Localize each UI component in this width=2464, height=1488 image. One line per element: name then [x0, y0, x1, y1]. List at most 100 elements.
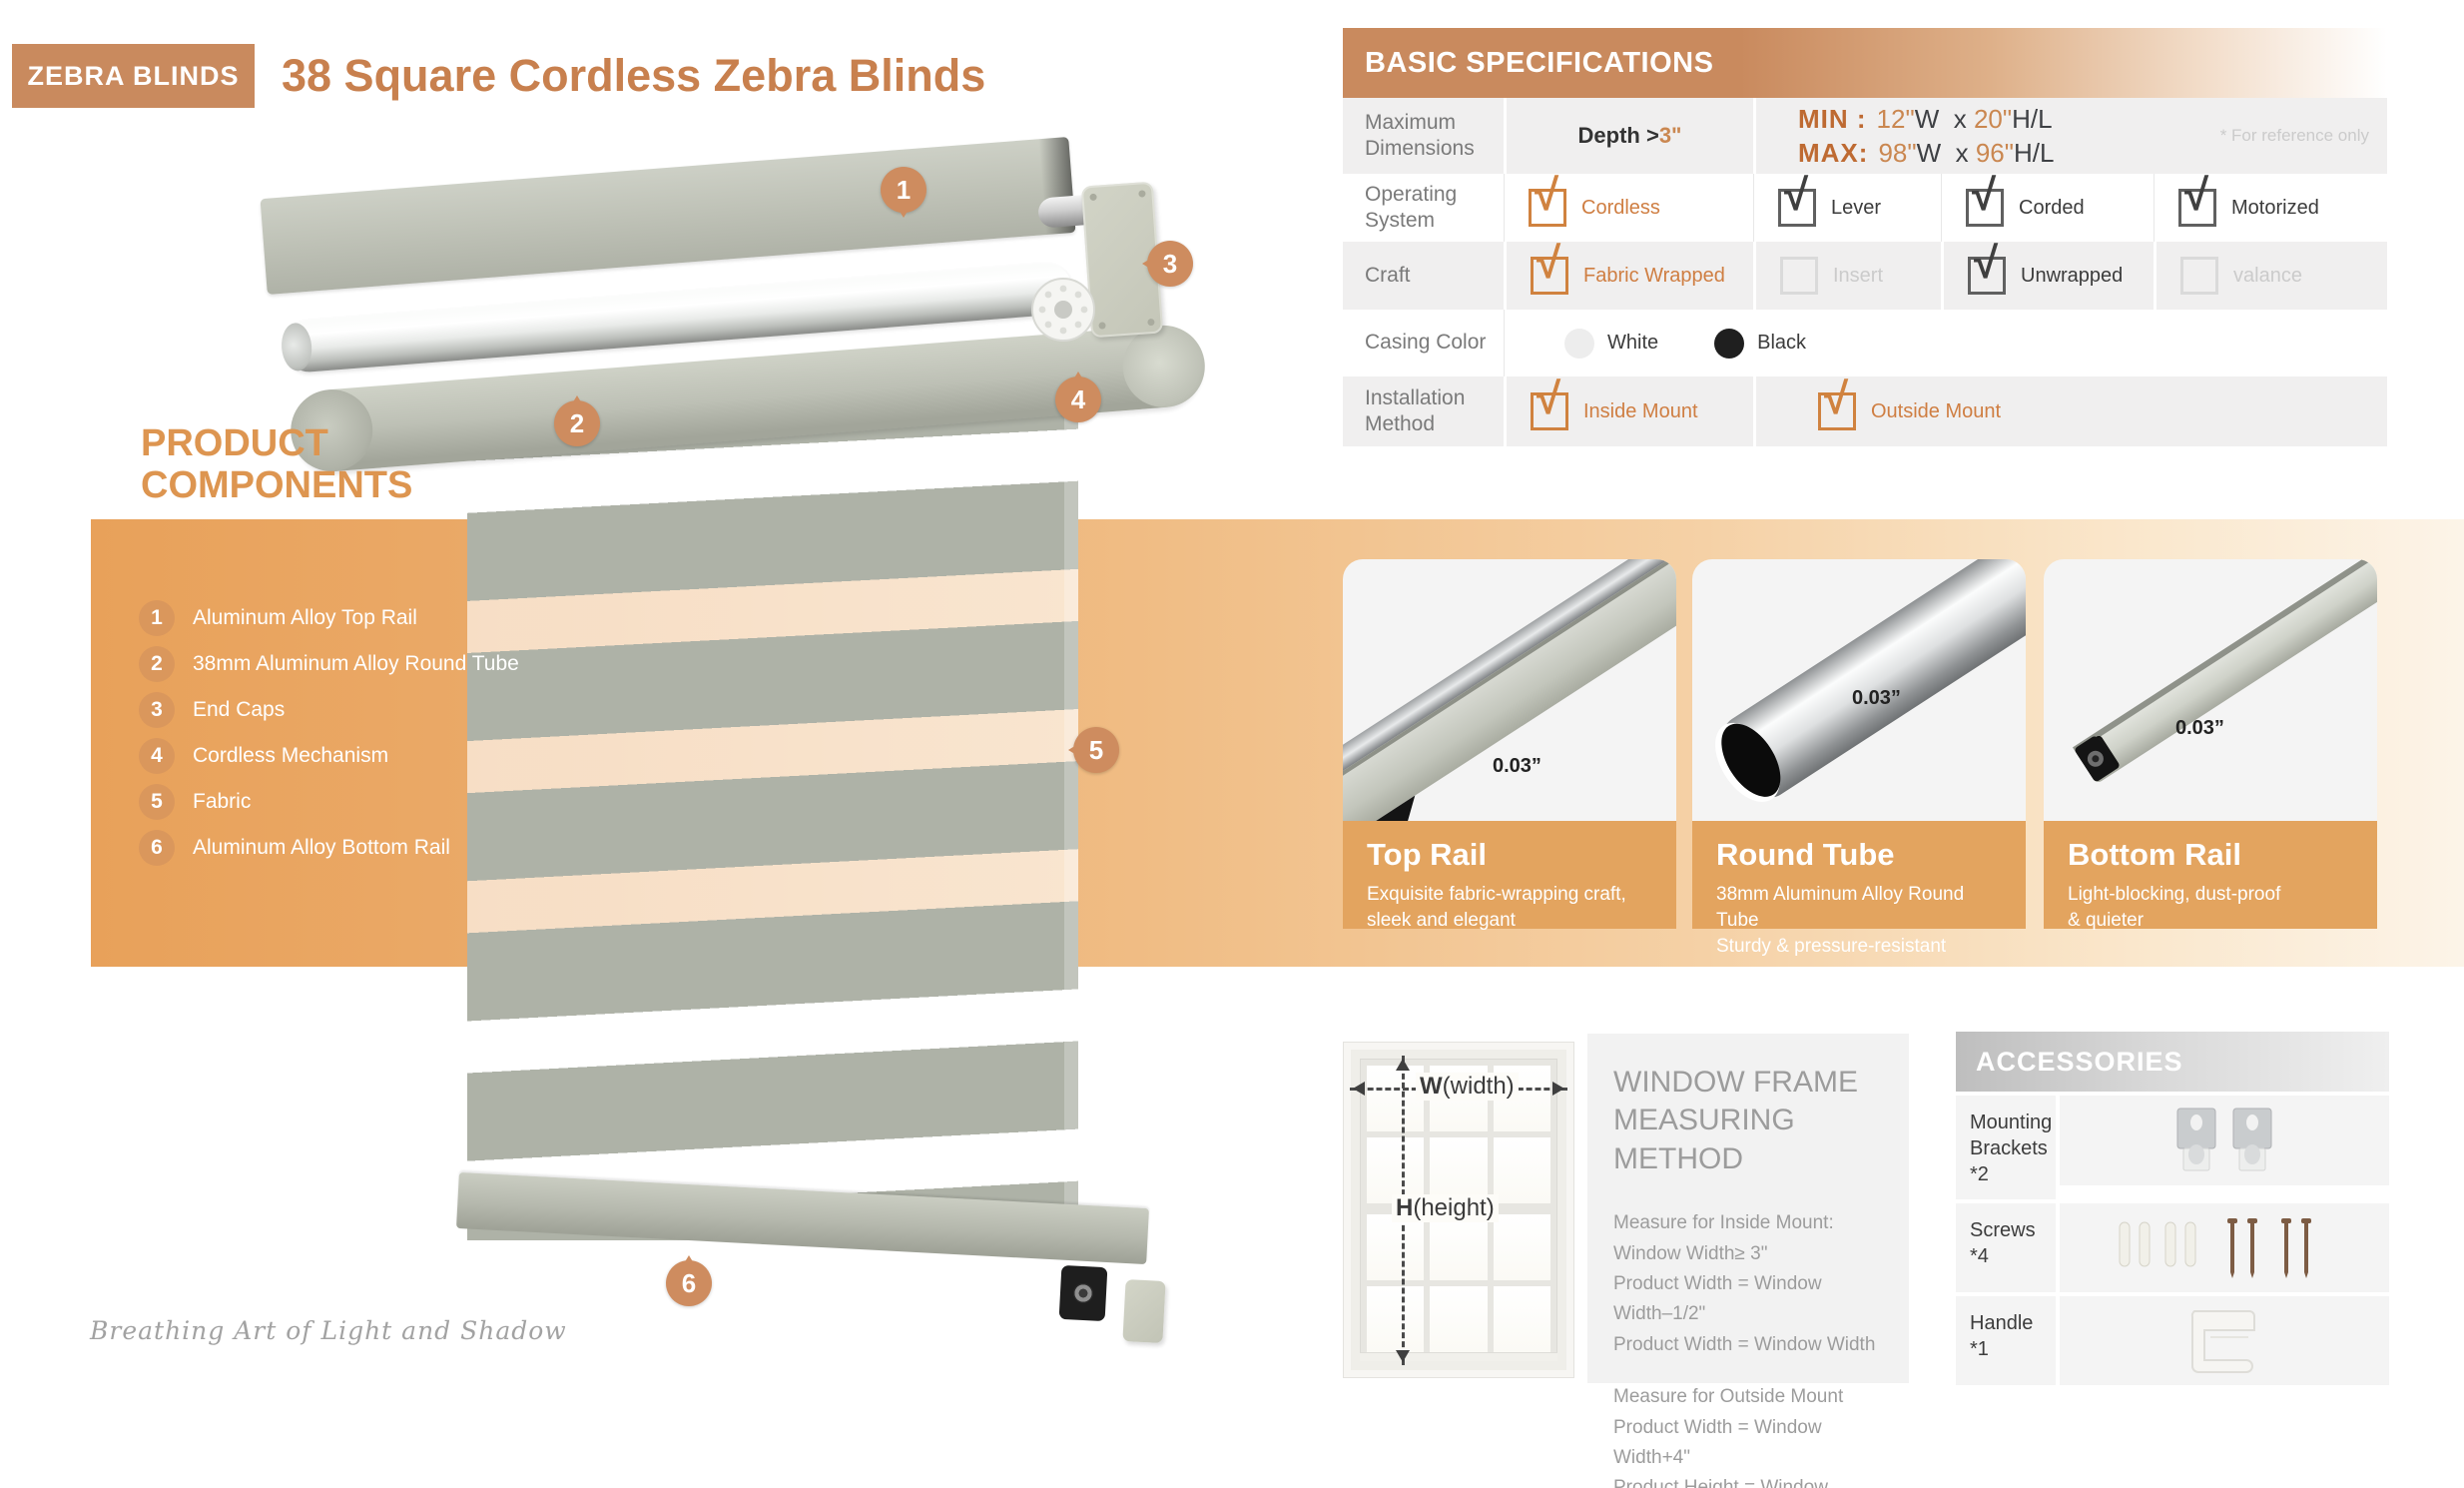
reference-note: * For reference only	[2219, 126, 2369, 145]
row-label: Installation Method	[1365, 385, 1466, 435]
checkbox-icon	[1780, 257, 1818, 295]
callout-pin-3: 3	[1147, 241, 1193, 287]
checkbox-lever[interactable]: √ Lever	[1753, 174, 1941, 242]
accessory-row-screws: Screws *4	[1956, 1203, 2389, 1292]
page-title: 38 Square Cordless Zebra Blinds	[282, 50, 986, 101]
depth-cell: Depth > 3"	[1504, 98, 1753, 174]
lower-sash	[1367, 1214, 1550, 1352]
checkbox-icon: √	[1818, 377, 1856, 430]
item-label: Fabric	[193, 790, 252, 813]
callout-pin-4: 4	[1055, 376, 1101, 422]
checkbox-unwrapped[interactable]: √ Unwrapped	[1941, 242, 2154, 310]
bottom-rail-end-cap	[1122, 1278, 1166, 1344]
row-craft: Craft √ Fabric Wrapped Insert √ Unwrappe…	[1343, 242, 2387, 310]
cordless-mechanism	[1030, 277, 1096, 348]
item-label: Aluminum Alloy Top Rail	[193, 606, 417, 629]
callout-pin-2: 2	[554, 400, 600, 446]
list-item: 1 Aluminum Alloy Top Rail	[139, 595, 519, 641]
checkbox-inside-mount[interactable]: √ Inside Mount	[1504, 376, 1753, 446]
accessory-row-handle: Handle *1	[1956, 1296, 2389, 1385]
basic-specifications-table: BASIC SPECIFICATIONS Maximum Dimensions …	[1343, 28, 2387, 446]
checkbox-fabric-wrapped[interactable]: √ Fabric Wrapped	[1504, 242, 1753, 310]
card-round-tube: 0.03” Round Tube 38mm Aluminum Alloy Rou…	[1692, 559, 2026, 957]
product-components-heading: PRODUCT COMPONENTS	[141, 422, 413, 506]
checkbox-corded[interactable]: √ Corded	[1941, 174, 2154, 242]
accessory-label: Screws *4	[1956, 1203, 2056, 1292]
measuring-line: Product Height = Window Height+4"	[1613, 1477, 1828, 1488]
item-label: 38mm Aluminum Alloy Round Tube	[193, 652, 519, 675]
accessory-label: Mounting Brackets *2	[1956, 1096, 2056, 1199]
checkbox-icon: √	[1531, 377, 1568, 430]
item-number-badge: 6	[139, 830, 175, 866]
brand-signature: Breathing Art of Light and Shadow	[90, 1316, 567, 1345]
list-item: 2 38mm Aluminum Alloy Round Tube	[139, 641, 519, 687]
specs-title: BASIC SPECIFICATIONS	[1365, 47, 1714, 79]
item-number-badge: 5	[139, 784, 175, 820]
item-number-badge: 1	[139, 600, 175, 636]
white-swatch	[1564, 328, 1594, 359]
measuring-line: Measure for Inside Mount:	[1613, 1212, 1834, 1234]
checkbox-icon: √	[1529, 174, 1566, 227]
row-casing-color: Casing Color White Black	[1343, 310, 2387, 376]
casing-white: White	[1564, 328, 1658, 359]
size-annotation: 0.03”	[1493, 755, 1541, 777]
checkbox-valance[interactable]: valance	[2154, 242, 2387, 310]
accessories-panel: ACCESSORIES Mounting Brackets *2	[1956, 1032, 2389, 1385]
zebra-stripes	[467, 403, 1078, 1240]
accessory-label: Handle *1	[1956, 1296, 2056, 1385]
row-label: Casing Color	[1365, 331, 1487, 355]
card-title: Bottom Rail	[2068, 837, 2241, 872]
checkbox-outside-mount[interactable]: √ Outside Mount	[1753, 376, 2387, 446]
min-line: MIN :12"W x 20"H/L	[1798, 104, 2053, 134]
checkbox-insert[interactable]: Insert	[1753, 242, 1941, 310]
handle-image	[2060, 1296, 2389, 1385]
item-number-badge: 3	[139, 692, 175, 728]
row-operating-system: Operating System √ Cordless √ Lever √ Co…	[1343, 174, 2387, 242]
measuring-line: Product Width = Window Width–1/2"	[1613, 1272, 1822, 1325]
card-caption: Bottom Rail Light-blocking, dust-proof& …	[2044, 821, 2377, 931]
row-label: Maximum Dimensions	[1365, 110, 1475, 160]
card-title: Round Tube	[1716, 837, 1895, 872]
top-rail-image: 0.03”	[1343, 559, 1676, 821]
list-item: 5 Fabric	[139, 779, 519, 825]
accessories-title: ACCESSORIES	[1956, 1032, 2389, 1092]
casing-color-cell: White Black	[1504, 310, 2387, 376]
card-caption: Top Rail Exquisite fabric-wrapping craft…	[1343, 821, 1676, 931]
measuring-line: Product Width = Window Width+4"	[1613, 1416, 1822, 1468]
max-line: MAX:98"W x 96"H/L	[1798, 138, 2055, 168]
specs-header: BASIC SPECIFICATIONS	[1343, 28, 2387, 98]
checkbox-icon: √	[2178, 174, 2216, 227]
checkbox-cordless[interactable]: √ Cordless	[1504, 174, 1753, 242]
measuring-line: Product Width = Window Width	[1613, 1333, 1876, 1355]
list-item: 3 End Caps	[139, 687, 519, 733]
black-swatch	[1714, 328, 1745, 359]
bottom-rail-profile	[1058, 1264, 1108, 1322]
row-label: Operating System	[1365, 182, 1458, 232]
measuring-line: Measure for Outside Mount	[1613, 1386, 1844, 1408]
measuring-line: Window Width≥ 3"	[1613, 1242, 1768, 1264]
card-bottom-rail: 0.03” Bottom Rail Light-blocking, dust-p…	[2044, 559, 2377, 931]
callout-pin-6: 6	[666, 1260, 712, 1306]
product-components-list: 1 Aluminum Alloy Top Rail 2 38mm Aluminu…	[139, 595, 519, 871]
card-caption: Round Tube 38mm Aluminum Alloy Round Tub…	[1692, 821, 2026, 957]
checkbox-icon: √	[1966, 174, 2004, 227]
min-max-cell: MIN :12"W x 20"H/L MAX:98"W x 96"H/L * F…	[1753, 98, 2387, 174]
checkbox-icon: √	[1968, 242, 2006, 295]
row-installation-method: Installation Method √ Inside Mount √ Out…	[1343, 376, 2387, 446]
brand-badge: ZEBRA BLINDS	[12, 44, 255, 108]
width-label: W(width)	[1416, 1073, 1519, 1101]
size-annotation: 0.03”	[2175, 717, 2224, 739]
checkbox-motorized[interactable]: √ Motorized	[2154, 174, 2387, 242]
mounting-brackets-image	[2060, 1096, 2389, 1185]
casing-black: Black	[1714, 328, 1806, 359]
checkbox-icon	[2180, 257, 2218, 295]
item-number-badge: 2	[139, 646, 175, 682]
checkbox-icon: √	[1531, 242, 1568, 295]
callout-pin-5: 5	[1073, 727, 1119, 773]
row-label: Craft	[1365, 263, 1411, 287]
checkbox-icon: √	[1778, 174, 1816, 227]
